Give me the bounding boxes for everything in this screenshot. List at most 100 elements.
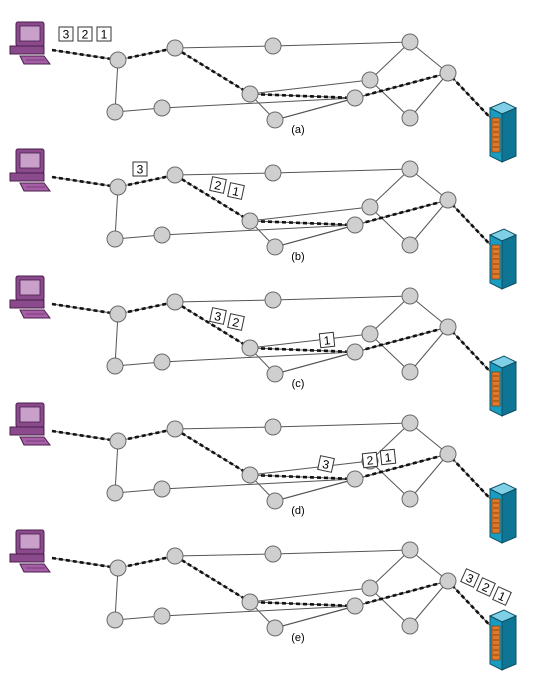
server-rack-icon <box>488 228 518 290</box>
link <box>369 206 411 246</box>
link <box>272 295 411 301</box>
router-node <box>266 238 284 256</box>
link <box>249 587 371 603</box>
router-node <box>439 64 457 82</box>
panel-caption: (e) <box>291 632 304 644</box>
link <box>272 549 411 555</box>
host-link <box>51 49 119 61</box>
router-node <box>241 85 259 103</box>
router-node <box>346 470 364 488</box>
desktop-computer-icon <box>9 275 51 319</box>
network-panel: 321 (e) <box>9 529 518 671</box>
link <box>114 186 119 240</box>
router-node <box>109 305 127 323</box>
desktop-computer-icon <box>9 21 51 65</box>
link <box>114 440 119 494</box>
router-node <box>346 89 364 107</box>
packet-label: 1 <box>231 184 241 199</box>
router-node <box>346 597 364 615</box>
router-node <box>241 212 259 230</box>
link <box>369 168 411 208</box>
packet-label: 1 <box>323 333 331 348</box>
server-rack-icon <box>488 609 518 671</box>
router-node <box>401 160 419 178</box>
router-node <box>264 291 282 309</box>
router-node <box>439 191 457 209</box>
packet-label: 3 <box>137 163 144 177</box>
link <box>249 460 371 476</box>
panel-caption: (c) <box>292 378 305 390</box>
link <box>409 453 449 500</box>
packet-label: 2 <box>82 28 89 42</box>
router-node <box>241 466 259 484</box>
router-node <box>401 541 419 559</box>
router-node <box>106 611 124 629</box>
packet: 2 <box>209 176 227 194</box>
panel-caption: (b) <box>291 251 304 263</box>
desktop-computer-icon <box>9 529 51 573</box>
packet: 3 <box>209 307 227 325</box>
router-node <box>401 414 419 432</box>
router-node <box>266 619 284 637</box>
packet-box <box>227 313 245 331</box>
link <box>117 174 176 188</box>
router-node <box>401 287 419 305</box>
link <box>272 168 411 174</box>
link <box>249 601 356 607</box>
packet: 1 <box>492 586 512 606</box>
packet-box <box>460 568 480 588</box>
router-node <box>241 593 259 611</box>
link <box>117 47 176 61</box>
link <box>249 347 356 353</box>
link <box>114 313 119 367</box>
router-node <box>153 480 171 498</box>
link <box>174 553 274 557</box>
server-rack-icon <box>488 482 518 544</box>
packet: 3 <box>132 161 148 177</box>
router-node <box>346 343 364 361</box>
router-node <box>264 164 282 182</box>
link <box>272 422 411 428</box>
packet-box <box>58 26 74 42</box>
link <box>249 206 371 222</box>
packet: 1 <box>96 26 112 42</box>
link <box>369 295 411 335</box>
link <box>272 41 411 47</box>
router-node <box>361 325 379 343</box>
router-node <box>264 418 282 436</box>
packet: 3 <box>460 568 480 588</box>
router-node <box>401 363 419 381</box>
router-node <box>166 166 184 184</box>
router-node <box>264 37 282 55</box>
host-link <box>51 303 119 315</box>
router-node <box>346 216 364 234</box>
packet-box <box>379 448 397 466</box>
packet-box <box>209 307 227 325</box>
link <box>249 79 371 95</box>
link <box>369 41 411 81</box>
router-node <box>266 111 284 129</box>
link <box>409 326 449 373</box>
link <box>369 587 411 627</box>
packet: 2 <box>77 26 93 42</box>
packet-box <box>96 26 112 42</box>
router-node <box>109 51 127 69</box>
panel-caption: (d) <box>291 505 304 517</box>
server-rack-icon <box>488 101 518 163</box>
router-node <box>166 420 184 438</box>
link <box>369 549 411 589</box>
packet-label: 3 <box>213 309 223 324</box>
router-node <box>109 432 127 450</box>
packet: 2 <box>476 577 496 597</box>
router-node <box>153 607 171 625</box>
router-node <box>106 103 124 121</box>
link <box>174 299 274 303</box>
router-node <box>166 293 184 311</box>
router-node <box>401 490 419 508</box>
packet-box <box>476 577 496 597</box>
host-link <box>51 430 119 442</box>
